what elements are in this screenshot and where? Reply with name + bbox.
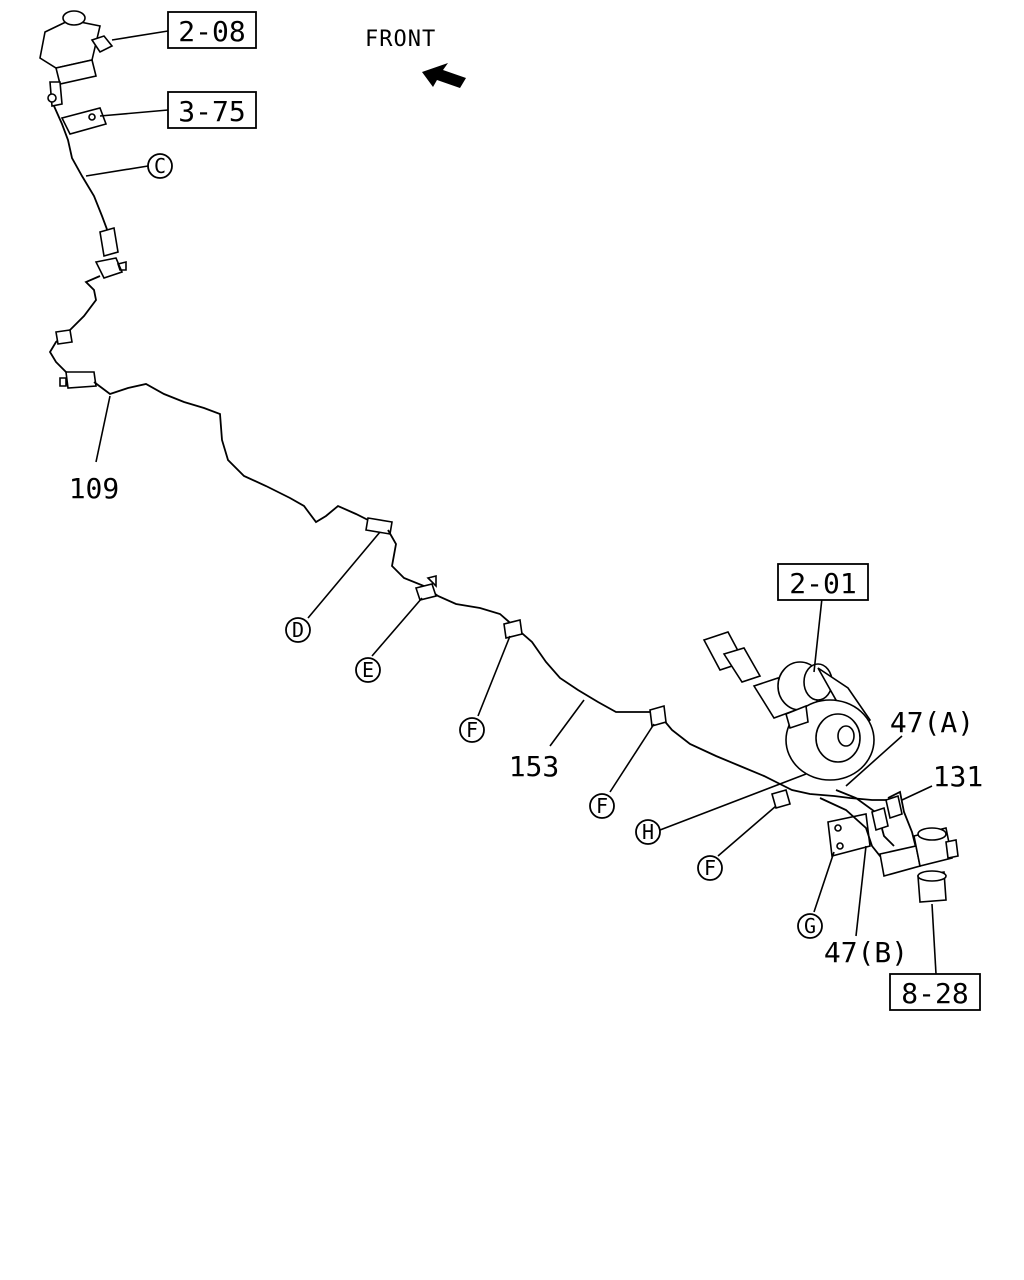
brake-pipe-loop bbox=[48, 275, 101, 381]
callout-f-lower-label: F bbox=[704, 856, 716, 880]
callout-e-label: E bbox=[362, 658, 374, 682]
pipe-clip-f-upper bbox=[503, 619, 523, 639]
ref-box-3-75[interactable]: 3-75 bbox=[167, 91, 257, 129]
ref-2-01-label: 2-01 bbox=[789, 567, 856, 600]
brake-valve bbox=[879, 827, 959, 903]
mounting-bracket bbox=[827, 813, 871, 858]
pipe-clip-upper bbox=[55, 329, 73, 345]
callout-h[interactable]: H bbox=[635, 819, 661, 845]
pipe-clip-f-lower bbox=[771, 789, 791, 809]
callout-f-lower[interactable]: F bbox=[697, 855, 723, 881]
ref-box-2-01[interactable]: 2-01 bbox=[777, 563, 869, 601]
front-label: FRONT bbox=[365, 27, 436, 52]
part-131-label[interactable]: 131 bbox=[933, 760, 984, 793]
part-153-label[interactable]: 153 bbox=[509, 750, 560, 783]
ref-3-75-label: 3-75 bbox=[178, 95, 245, 128]
pipe-clip-f-middle bbox=[649, 704, 667, 728]
part-109-label[interactable]: 109 bbox=[69, 472, 120, 505]
callout-c-label: C bbox=[154, 154, 166, 178]
leader-lines bbox=[85, 30, 937, 975]
pipe-bracket bbox=[60, 107, 108, 135]
front-arrow-icon bbox=[422, 63, 466, 88]
pipe-joint-upper bbox=[99, 226, 119, 258]
callout-f-middle-label: F bbox=[596, 794, 608, 818]
callout-f-upper[interactable]: F bbox=[459, 717, 485, 743]
ref-2-08-label: 2-08 bbox=[178, 15, 245, 48]
brake-pipe-109 bbox=[93, 381, 373, 524]
ref-8-28-label: 8-28 bbox=[901, 977, 968, 1010]
callout-g[interactable]: G bbox=[797, 913, 823, 939]
callout-g-label: G bbox=[804, 914, 816, 938]
callout-c[interactable]: C bbox=[147, 153, 173, 179]
callout-d-label: D bbox=[292, 618, 304, 642]
brake-booster-assembly bbox=[702, 631, 875, 781]
callout-f-middle[interactable]: F bbox=[589, 793, 615, 819]
union-fitting bbox=[59, 371, 97, 389]
part-47b-label[interactable]: 47(B) bbox=[824, 936, 908, 969]
tee-connector bbox=[94, 257, 127, 279]
brake-pipe-153 bbox=[387, 529, 888, 801]
pipe-clip-e bbox=[414, 574, 438, 601]
ref-box-8-28[interactable]: 8-28 bbox=[889, 973, 981, 1011]
callout-f-upper-label: F bbox=[466, 718, 478, 742]
master-cylinder-reservoir bbox=[39, 10, 114, 107]
brake-pipe-upper bbox=[53, 105, 113, 247]
callout-h-label: H bbox=[642, 820, 654, 844]
callout-e[interactable]: E bbox=[355, 657, 381, 683]
part-47a-label[interactable]: 47(A) bbox=[890, 706, 974, 739]
ref-box-2-08[interactable]: 2-08 bbox=[167, 11, 257, 49]
callout-d[interactable]: D bbox=[285, 617, 311, 643]
